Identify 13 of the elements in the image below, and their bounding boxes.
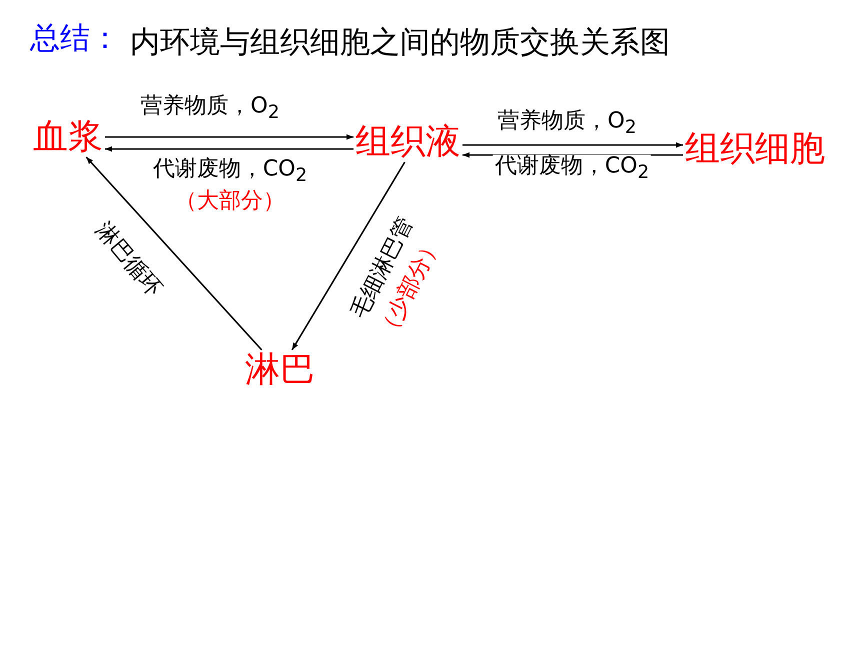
title: 内环境与组织细胞之间的物质交换关系图: [130, 24, 670, 62]
arrow: [462, 142, 683, 148]
arrow: [105, 146, 354, 152]
arrow: [86, 156, 262, 350]
node-label: 组织液: [354, 122, 462, 162]
node-label: 淋巴: [243, 350, 317, 390]
arrow: [105, 134, 354, 140]
heading-tag: 总结：: [30, 22, 120, 56]
node-label: 组织细胞: [683, 128, 827, 170]
note-text: （大部分）: [175, 188, 285, 214]
arrow: [291, 162, 406, 350]
node-label: 血浆: [31, 116, 105, 158]
arrow: [462, 152, 683, 158]
